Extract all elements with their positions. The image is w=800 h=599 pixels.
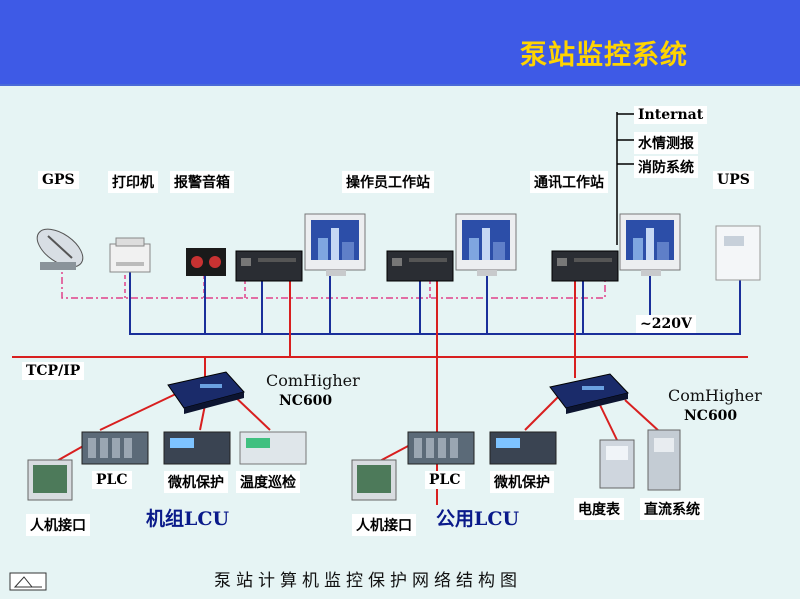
hmi-1-icon xyxy=(27,459,73,501)
relay-2-icon xyxy=(489,431,557,465)
gateway-2-model: NC600 xyxy=(684,408,738,424)
plc-1-icon xyxy=(81,431,149,465)
unit-lcu-label: 机组LCU xyxy=(146,508,230,530)
diagram-caption: 泵站计算机监控保护网络结构图 xyxy=(214,571,522,591)
link-switch1-hmi xyxy=(99,391,181,431)
hmi-1-label: 人机接口 xyxy=(26,514,90,536)
hmi-2-icon xyxy=(351,459,397,501)
plc-1-label: PLC xyxy=(92,471,132,489)
energy-meter-icon xyxy=(599,439,635,489)
gateway-2-name: ComHigher xyxy=(668,386,762,405)
link-switch2-dc xyxy=(624,399,661,433)
comm-station-label: 通讯工作站 xyxy=(530,171,608,193)
link-hmi2-plc2 xyxy=(377,444,411,463)
link-hmi1-plc1 xyxy=(54,444,86,463)
printer-icon xyxy=(109,237,151,273)
relay-2-label: 微机保护 xyxy=(490,471,554,493)
operator-workstation-2 xyxy=(386,213,517,282)
gateway-1-name: ComHigher xyxy=(266,371,360,390)
printer-label: 打印机 xyxy=(108,171,158,193)
water-label: 水情测报 xyxy=(634,132,698,154)
gps-label: GPS xyxy=(38,171,79,189)
hmi-2-label: 人机接口 xyxy=(352,514,416,536)
page-title: 泵站监控系统 xyxy=(520,40,688,71)
temp-scanner-icon xyxy=(239,431,307,465)
meter-label: 电度表 xyxy=(574,498,624,520)
relay-1-icon xyxy=(163,431,231,465)
ups-label: UPS xyxy=(713,171,754,189)
gateway-1-model: NC600 xyxy=(279,393,333,409)
alarm-label: 报警音箱 xyxy=(170,171,234,193)
link-switch1-relay xyxy=(199,404,206,431)
switch-2-icon xyxy=(549,373,629,414)
power-label: ~220V xyxy=(636,315,696,333)
alarm-speaker-icon xyxy=(186,248,226,276)
dc-label: 直流系统 xyxy=(640,498,704,520)
switch-1-icon xyxy=(167,371,245,414)
comm-workstation xyxy=(551,213,681,282)
gps-dish-icon xyxy=(36,228,84,270)
operator-station-label: 操作员工作站 xyxy=(342,171,434,193)
tcpip-label: TCP/IP xyxy=(22,362,85,380)
internet-label: Internat xyxy=(634,106,708,124)
temp-label: 温度巡检 xyxy=(236,471,300,493)
operator-workstation-1 xyxy=(235,213,366,282)
link-switch2-meter xyxy=(599,404,618,441)
relay-1-label: 微机保护 xyxy=(164,471,228,493)
link-switch2-relay xyxy=(524,394,561,431)
fire-label: 消防系统 xyxy=(634,156,698,178)
public-lcu-label: 公用LCU xyxy=(436,508,520,530)
slide-icon xyxy=(9,572,47,591)
plc-2-label: PLC xyxy=(425,471,465,489)
power-line xyxy=(129,268,741,335)
header-bar: 泵站监控系统 xyxy=(0,0,800,84)
dc-cabinet-icon xyxy=(647,429,681,491)
plc-2-icon xyxy=(407,431,475,465)
ups-icon xyxy=(715,225,761,281)
